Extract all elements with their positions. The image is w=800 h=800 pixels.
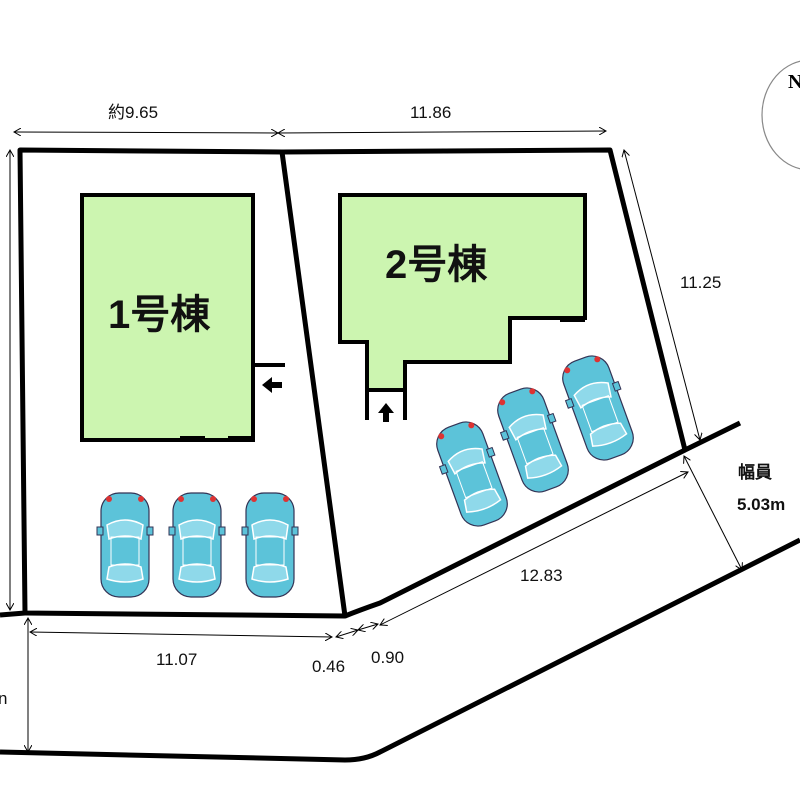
dim-bottom-lot1: 11.07 [156, 650, 197, 669]
parking-lot-2 [427, 348, 643, 534]
road-width-label: 幅員 [738, 462, 772, 482]
road-edge [0, 537, 800, 763]
dim-right-side: 11.25 [680, 273, 721, 292]
building-2-label: 2号棟 [385, 243, 488, 287]
dim-corner-b: 0.90 [371, 648, 404, 667]
entrance-arrow-icon [378, 403, 394, 422]
compass-label: N [788, 71, 800, 93]
dimension-lines [10, 131, 742, 752]
car-icon [488, 380, 578, 500]
building-1-label: 1号棟 [108, 293, 211, 337]
building-2 [338, 193, 587, 392]
road-width-value: 5.03m [737, 495, 785, 514]
dim-road-front-lot2: 12.83 [520, 566, 563, 585]
car-icon [168, 492, 226, 598]
car-icon [241, 492, 299, 598]
entrance-arrow-icon [262, 377, 282, 393]
parking-lot-1 [96, 492, 299, 598]
north-compass: N [761, 60, 800, 170]
dim-top-left: 約9.65 [108, 103, 158, 122]
left-road-width-partial: n [0, 689, 7, 708]
dim-corner-a: 0.46 [312, 657, 345, 676]
car-icon [96, 492, 154, 598]
building-1 [80, 193, 255, 442]
dim-top-right: 11.86 [410, 103, 451, 122]
car-icon [553, 348, 643, 468]
